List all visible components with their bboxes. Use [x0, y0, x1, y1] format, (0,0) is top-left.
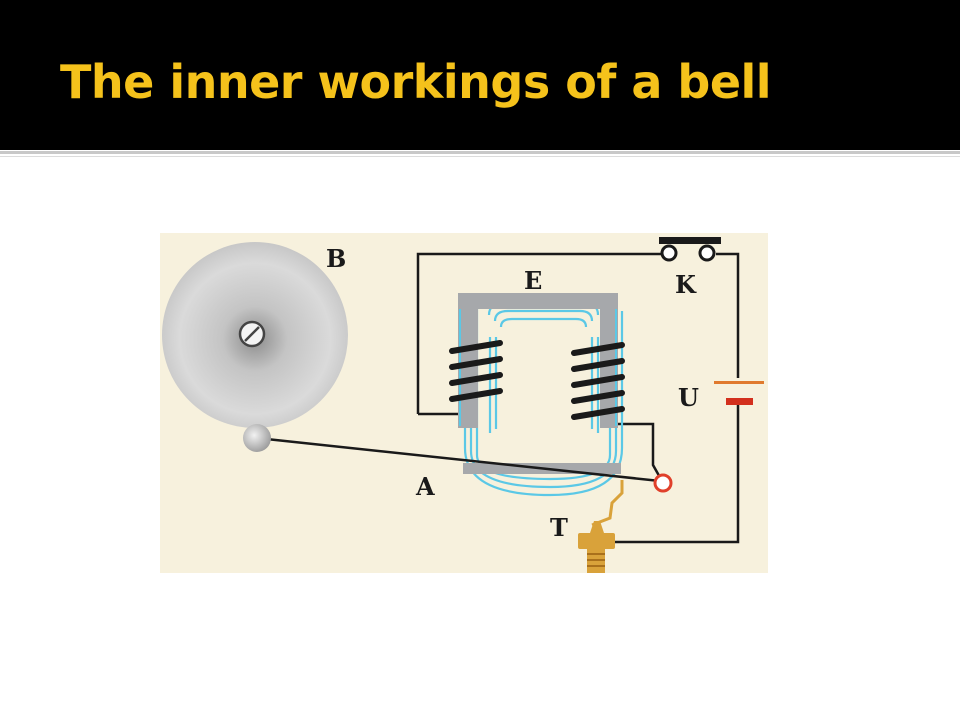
- bell-screw-slot: [244, 326, 260, 342]
- hammer-ball: [243, 424, 271, 452]
- switch-bar: [659, 237, 721, 244]
- field-line-7: [499, 317, 588, 328]
- battery-u: [714, 381, 764, 405]
- screw-nut: [578, 533, 615, 549]
- label-switch: K: [675, 270, 697, 299]
- pivot-ring: [653, 473, 673, 493]
- armature-arm: [256, 436, 661, 483]
- switch-k: [659, 237, 721, 262]
- circuit-wires: [416, 252, 740, 544]
- title-divider-thin: [0, 156, 960, 157]
- wire-right-top: [716, 252, 740, 378]
- slide-title: The inner workings of a bell: [60, 55, 772, 109]
- label-contact-screw: T: [550, 513, 568, 542]
- wire-right-bottom: [615, 405, 740, 544]
- screw-tip: [590, 521, 604, 533]
- coil-left: [449, 340, 503, 402]
- coil-right: [571, 342, 625, 420]
- wire-coil-right: [615, 422, 664, 482]
- switch-terminal-left: [660, 244, 678, 262]
- bell: [162, 242, 348, 428]
- label-electromagnet: E: [524, 266, 542, 295]
- wire-top-left: [416, 252, 665, 414]
- spring-contact: [591, 480, 624, 527]
- electric-bell-diagram: B K: [160, 233, 768, 573]
- battery-negative-plate: [726, 398, 753, 405]
- label-armature: A: [415, 472, 435, 501]
- label-battery: U: [678, 383, 699, 412]
- label-bell: B: [326, 244, 346, 273]
- switch-terminal-right: [698, 244, 716, 262]
- core-top: [458, 293, 618, 309]
- battery-positive-plate: [714, 381, 764, 384]
- title-divider: [0, 151, 960, 154]
- field-line-6: [493, 309, 594, 322]
- screw-thread: [587, 553, 605, 567]
- title-bar: The inner workings of a bell: [0, 0, 960, 150]
- diagram-canvas: B K: [160, 233, 768, 573]
